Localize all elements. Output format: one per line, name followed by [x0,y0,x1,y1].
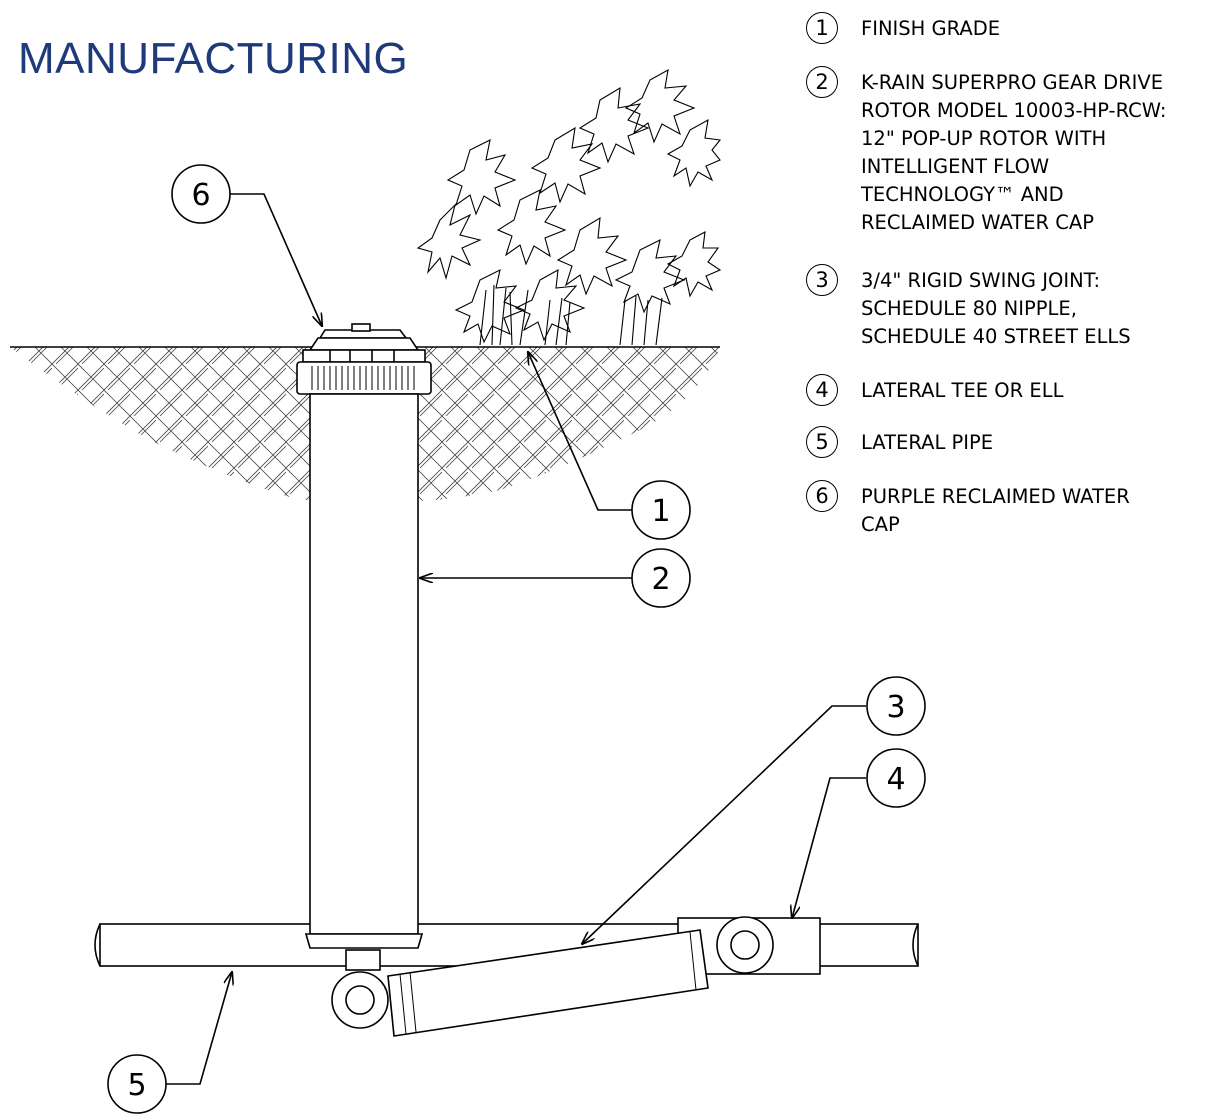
svg-text:6: 6 [191,178,210,213]
legend-text: LATERAL PIPE [861,431,994,454]
legend-number: 1 [806,12,838,44]
shrub-planting [416,68,722,346]
page-title: MANUFACTURING [18,34,409,83]
svg-text:2: 2 [651,562,670,597]
rotor-body [304,393,424,971]
legend-text: FINISH GRADE [861,17,1001,40]
legend-number: 5 [806,426,838,458]
legend-number: 2 [806,66,838,98]
callout-1: 1 [631,480,691,540]
callout-3: 3 [866,676,926,736]
svg-text:5: 5 [127,1068,146,1103]
svg-text:4: 4 [886,762,905,797]
legend-number: 6 [806,480,838,512]
svg-text:1: 1 [651,494,670,529]
callout-4: 4 [866,748,926,808]
legend-text: LATERAL TEE OR ELL [861,379,1064,402]
legend-number: 4 [806,374,838,406]
callout-6: 6 [171,164,231,224]
rotor-cap [296,323,432,395]
legend-text: PURPLE RECLAIMED WATER CAP [861,485,1130,536]
legend-text: 3/4" RIGID SWING JOINT: SCHEDULE 80 NIPP… [861,269,1131,348]
legend-number: 3 [806,264,838,296]
svg-text:3: 3 [886,690,905,725]
callout-2: 2 [631,548,691,608]
callout-leaders [166,193,866,1085]
callout-5: 5 [107,1054,167,1114]
legend-text: K-RAIN SUPERPRO GEAR DRIVE ROTOR MODEL 1… [861,71,1167,234]
swing-joint [331,916,774,1037]
